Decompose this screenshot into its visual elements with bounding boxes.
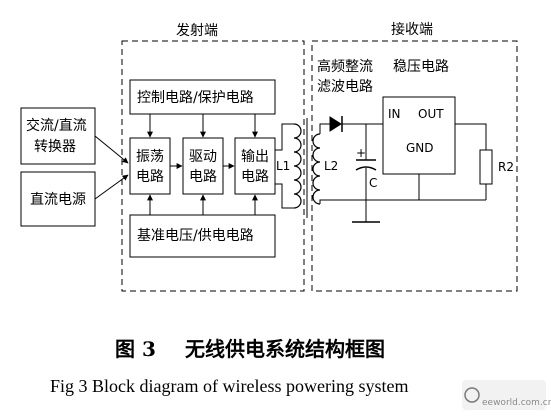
reference-supply-box [129,214,276,258]
caption-en: Fig 3 Block diagram of wireless powering… [50,376,408,396]
regulator-in-pin: IN [388,107,401,121]
output-to-l1-top-wire [275,123,294,151]
cap-plus-sign: + [356,146,366,160]
c-label: C [369,176,377,190]
regulator-to-r2-wire [455,123,487,150]
ac-dc-converter-box [20,107,96,165]
oscillator-box [129,137,171,195]
regulator-gnd-pin: GND [406,141,434,155]
receiver-frame [311,40,518,292]
regulator-ic-box [382,96,456,175]
output-label-1: 输出 [241,149,269,165]
l1-label: L1 [276,159,290,173]
reference-supply-label: 基准电压/供电电路 [137,227,254,244]
rectifier-filter-label-2: 滤波电路 [317,79,373,95]
transmitter-title: 发射端 [176,23,218,39]
caption-cn-label: 图 3 [115,337,156,361]
driver-box [182,137,224,195]
r2-resistor [479,149,493,185]
regulator-label: 稳压电路 [393,59,449,75]
driver-label-1: 驱动 [189,149,217,165]
output-to-l1-bottom-wire [275,183,294,209]
control-protection-label: 控制电路/保护电路 [137,90,254,106]
ac-dc-converter-label-1: 交流/直流 [26,117,87,134]
ac-dc-converter-label-2: 转换器 [34,138,76,155]
watermark-text: eeworld.com.cn [482,398,551,408]
l2-label: L2 [324,159,338,173]
regulator-out-pin: OUT [418,107,444,121]
l2-bottom-wire [319,199,486,204]
driver-label-2: 电路 [189,169,217,185]
r2-label: R2 [498,160,514,174]
l2-coil [312,133,321,205]
diode-icon [329,116,342,132]
ac-dc-to-osc-line [94,135,129,164]
l1-coil [293,123,302,209]
receiver-title: 接收端 [391,21,433,38]
output-label-2: 电路 [241,169,269,185]
transmitter-frame [121,40,305,292]
caption-cn-text: 无线供电系统结构框图 [185,337,385,361]
dc-source-to-osc-line [94,174,129,200]
cap-plate-bottom [355,166,377,171]
dc-source-label: 直流电源 [30,191,86,208]
watermark-logo: eeworld.com.cn [462,380,551,410]
oscillator-label-2: 电路 [136,169,164,185]
oscillator-label-1: 振荡 [136,149,164,165]
l2-top-wire [319,123,330,134]
output-box [234,137,276,195]
rectifier-filter-label-1: 高频整流 [317,58,373,75]
